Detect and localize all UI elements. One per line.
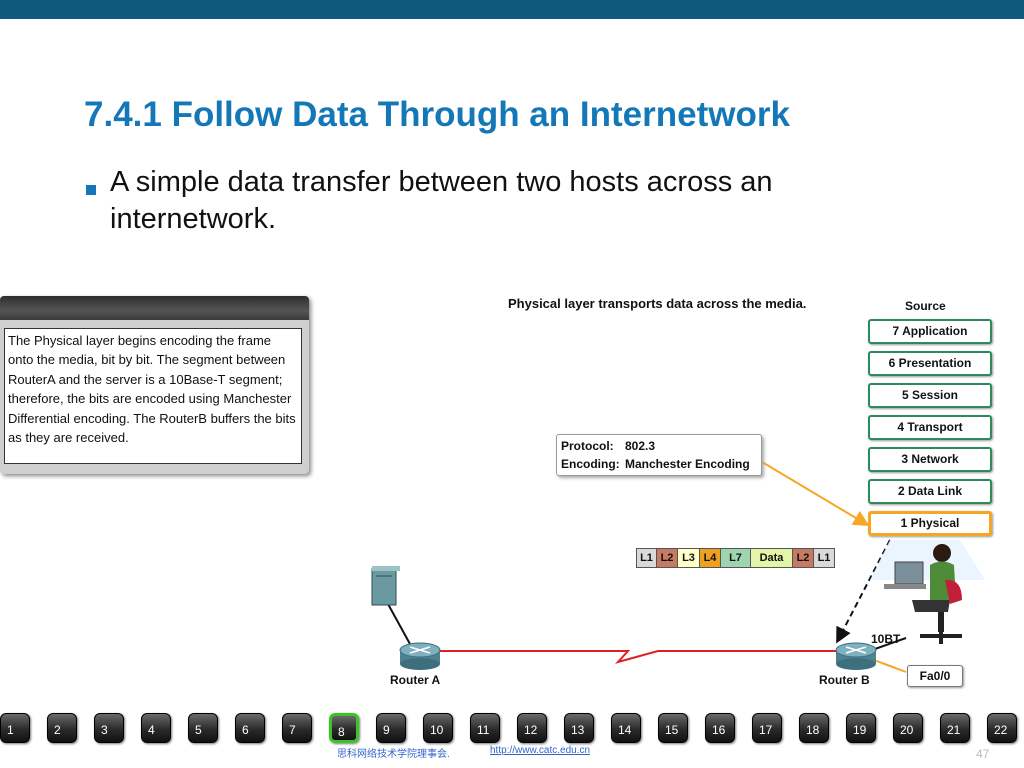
callout-arrow bbox=[761, 461, 870, 527]
layer-2-data-link[interactable]: 2 Data Link bbox=[868, 479, 992, 504]
data-flow-arrow bbox=[836, 539, 891, 644]
router-a-label: Router A bbox=[390, 673, 441, 687]
frame-cell-l2: L2 bbox=[657, 549, 678, 567]
layer-4-transport[interactable]: 4 Transport bbox=[868, 415, 992, 440]
nav-page-14[interactable]: 14 bbox=[611, 713, 641, 743]
frame-cell-l1: L1 bbox=[637, 549, 657, 567]
nav-page-15[interactable]: 15 bbox=[658, 713, 688, 743]
layer-1-physical[interactable]: 1 Physical bbox=[868, 511, 992, 536]
protocol-value: 802.3 bbox=[625, 439, 656, 453]
diagram-caption: Physical layer transports data across th… bbox=[508, 296, 807, 311]
info-panel: The Physical layer begins encoding the f… bbox=[0, 296, 309, 474]
page-number: 47 bbox=[976, 747, 990, 761]
server-link bbox=[387, 603, 411, 645]
frame-header-strip: L1 L2 L3 L4 L7 Data L2 L1 bbox=[636, 548, 835, 568]
nav-page-6[interactable]: 6 bbox=[235, 713, 265, 743]
layer-3-network[interactable]: 3 Network bbox=[868, 447, 992, 472]
nav-page-2[interactable]: 2 bbox=[47, 713, 77, 743]
router-b-icon bbox=[835, 642, 877, 670]
nav-page-12[interactable]: 12 bbox=[517, 713, 547, 743]
encoding-key: Encoding: bbox=[561, 457, 620, 471]
nav-page-1[interactable]: 1 bbox=[0, 713, 30, 743]
nav-page-18[interactable]: 18 bbox=[799, 713, 829, 743]
slide-title: 7.4.1 Follow Data Through an Internetwor… bbox=[84, 95, 790, 134]
encoding-value: Manchester Encoding bbox=[625, 457, 750, 471]
host-link bbox=[871, 637, 907, 651]
frame-cell-l4: L4 bbox=[700, 549, 721, 567]
nav-page-21[interactable]: 21 bbox=[940, 713, 970, 743]
source-label: Source bbox=[905, 299, 946, 313]
layer-7-application[interactable]: 7 Application bbox=[868, 319, 992, 344]
frame-cell-data: Data bbox=[751, 549, 793, 567]
nav-page-3[interactable]: 3 bbox=[94, 713, 124, 743]
top-bar bbox=[0, 0, 1024, 19]
frame-cell-l7: L7 bbox=[721, 549, 751, 567]
nav-page-16[interactable]: 16 bbox=[705, 713, 735, 743]
page-nav: 1 2 3 4 5 6 7 8 9 10 11 12 13 14 15 16 1… bbox=[0, 713, 1024, 747]
footer-link[interactable]: http://www.catc.edu.cn bbox=[490, 745, 591, 756]
nav-page-5[interactable]: 5 bbox=[188, 713, 218, 743]
bullet-text: A simple data transfer between two hosts… bbox=[110, 166, 773, 235]
nav-page-19[interactable]: 19 bbox=[846, 713, 876, 743]
nav-page-9[interactable]: 9 bbox=[376, 713, 406, 743]
footer-org: 思科网络技术学院理事会. bbox=[337, 749, 450, 760]
nav-page-4[interactable]: 4 bbox=[141, 713, 171, 743]
frame-cell-l3: L3 bbox=[678, 549, 700, 567]
frame-cell-l1-trailer: L1 bbox=[814, 549, 834, 567]
protocol-callout: Protocol: 802.3 Encoding: Manchester Encod… bbox=[556, 434, 762, 476]
layer-6-presentation[interactable]: 6 Presentation bbox=[868, 351, 992, 376]
iface-fa00-label: Fa0/0 bbox=[907, 665, 963, 687]
serial-link bbox=[438, 650, 838, 664]
bullet-icon bbox=[86, 185, 96, 195]
info-panel-header bbox=[0, 296, 309, 320]
nav-page-11[interactable]: 11 bbox=[470, 713, 500, 743]
iface-10bt-label: 10BT bbox=[871, 632, 901, 646]
protocol-key: Protocol: bbox=[561, 439, 614, 453]
nav-page-10[interactable]: 10 bbox=[423, 713, 453, 743]
nav-page-7[interactable]: 7 bbox=[282, 713, 312, 743]
nav-page-20[interactable]: 20 bbox=[893, 713, 923, 743]
nav-page-22[interactable]: 22 bbox=[987, 713, 1017, 743]
server-icon bbox=[371, 566, 400, 606]
router-a-icon bbox=[399, 642, 441, 670]
nav-page-13[interactable]: 13 bbox=[564, 713, 594, 743]
info-panel-text: The Physical layer begins encoding the f… bbox=[4, 328, 302, 464]
nav-page-17[interactable]: 17 bbox=[752, 713, 782, 743]
host-glow bbox=[870, 540, 985, 580]
host-user-icon bbox=[884, 544, 962, 644]
router-b-label: Router B bbox=[819, 673, 870, 687]
fa-callout-line bbox=[873, 659, 907, 673]
layer-5-session[interactable]: 5 Session bbox=[868, 383, 992, 408]
nav-page-8-current[interactable]: 8 bbox=[329, 713, 359, 743]
frame-cell-l2-trailer: L2 bbox=[793, 549, 814, 567]
